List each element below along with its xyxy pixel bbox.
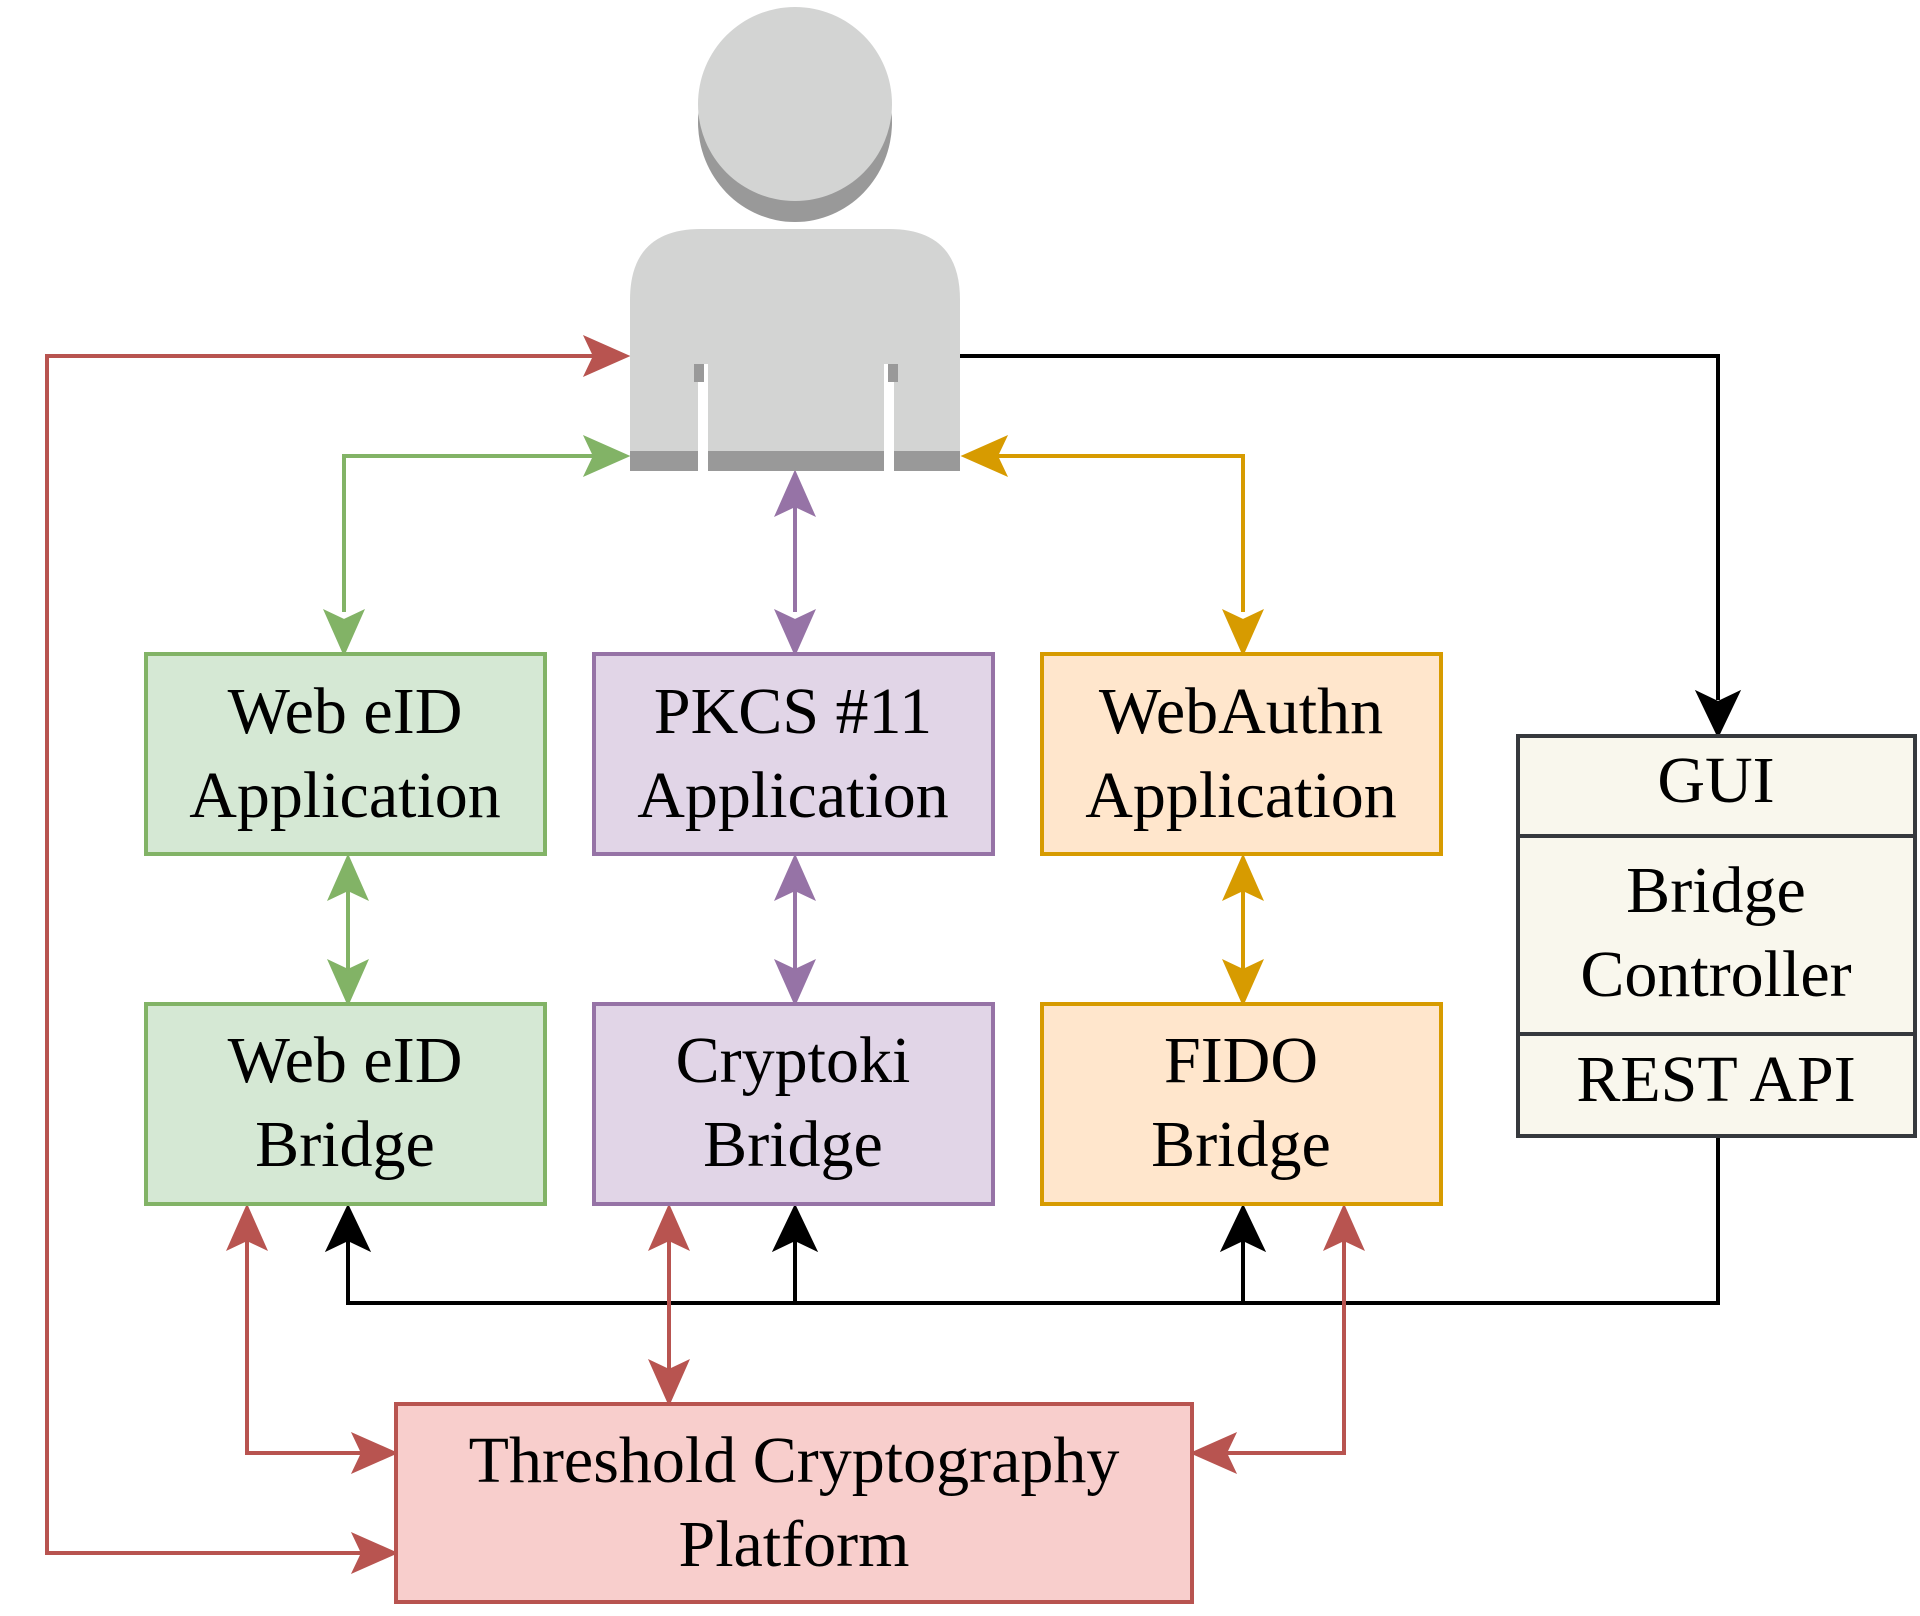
connector-user-webeid-app [342, 454, 605, 612]
arrowhead-webeid-bridge-top [326, 958, 370, 1007]
connector-controller-bridges [346, 1136, 1720, 1305]
box-webeid-application-line1: Web eID [228, 675, 463, 748]
connectors [45, 334, 1742, 1575]
box-fido-bridge-line2: Bridge [1151, 1108, 1331, 1181]
arrowhead-pkcs-app-top [773, 608, 817, 657]
arrowhead-webeid-app-top [322, 608, 366, 657]
arrowhead-user-bottom [773, 469, 817, 518]
arrowhead-threshold-left-upper [350, 1431, 399, 1475]
connector-user-controller [960, 354, 1720, 700]
box-pkcs11-application: PKCS #11 Application [592, 652, 995, 856]
box-fido-bridge: FIDO Bridge [1040, 1002, 1443, 1206]
connector-webeid-bridge-threshold [245, 1230, 373, 1455]
arrowhead-fido-bridge-bottom-black [1219, 1203, 1267, 1253]
arrowhead-user-left-red [582, 334, 631, 378]
box-cryptoki-bridge-line1: Cryptoki [676, 1024, 911, 1097]
box-webeid-bridge-line1: Web eID [228, 1024, 463, 1097]
arrowhead-threshold-left-lower [350, 1531, 399, 1575]
box-webeid-bridge-line2: Bridge [255, 1108, 435, 1181]
arrowhead-webauthn-app-bottom [1221, 853, 1265, 902]
arrowhead-webeid-app-bottom [326, 853, 370, 902]
connector-fido-bridge-threshold [1215, 1230, 1346, 1455]
box-cryptoki-bridge: Cryptoki Bridge [592, 1002, 995, 1206]
box-webauthn-application: WebAuthn Application [1040, 652, 1443, 856]
arrowhead-threshold-top [647, 1358, 691, 1407]
arrowhead-fido-bridge-top [1221, 958, 1265, 1007]
arrowhead-user-left [582, 434, 631, 478]
controller-gui-label: GUI [1657, 744, 1774, 817]
arrowhead-user-right [960, 434, 1009, 478]
box-webeid-application-line2: Application [189, 759, 501, 832]
box-webeid-application: Web eID Application [144, 652, 547, 856]
user-icon [630, 7, 960, 474]
box-threshold-line2: Platform [679, 1508, 910, 1581]
box-pkcs11-application-line1: PKCS #11 [654, 675, 932, 748]
box-webauthn-application-line2: Application [1085, 759, 1397, 832]
arrowhead-cryptoki-bridge-top [773, 958, 817, 1007]
arrowhead-pkcs-app-bottom [773, 853, 817, 902]
box-threshold-cryptography-platform: Threshold Cryptography Platform [394, 1402, 1194, 1604]
controller-rest-api-label: REST API [1576, 1043, 1855, 1116]
box-webauthn-application-line1: WebAuthn [1099, 675, 1383, 748]
arrowhead-cryptoki-bridge-bottom-black [771, 1203, 819, 1253]
box-webeid-bridge: Web eID Bridge [144, 1002, 547, 1206]
arrowhead-controller-top [1694, 689, 1742, 739]
connector-threshold-user [45, 354, 605, 1555]
controller-bridge-label-line2: Controller [1580, 938, 1851, 1011]
arrowhead-cryptoki-bridge-bottom-red [647, 1203, 691, 1252]
arrowhead-threshold-right [1189, 1431, 1238, 1475]
box-pkcs11-application-line2: Application [637, 759, 949, 832]
connector-user-webauthn-app [985, 454, 1245, 612]
arrowhead-webauthn-app-top [1221, 608, 1265, 657]
arrowhead-webeid-bridge-bottom-red [225, 1203, 269, 1252]
controller-stack: GUI Bridge Controller REST API [1516, 734, 1917, 1138]
arrowhead-webeid-bridge-bottom-black [324, 1203, 372, 1253]
arrowhead-fido-bridge-bottom-red [1322, 1203, 1366, 1252]
box-cryptoki-bridge-line2: Bridge [703, 1108, 883, 1181]
box-fido-bridge-line1: FIDO [1164, 1024, 1318, 1097]
box-threshold-line1: Threshold Cryptography [469, 1424, 1120, 1497]
controller-bridge-label-line1: Bridge [1626, 854, 1806, 927]
